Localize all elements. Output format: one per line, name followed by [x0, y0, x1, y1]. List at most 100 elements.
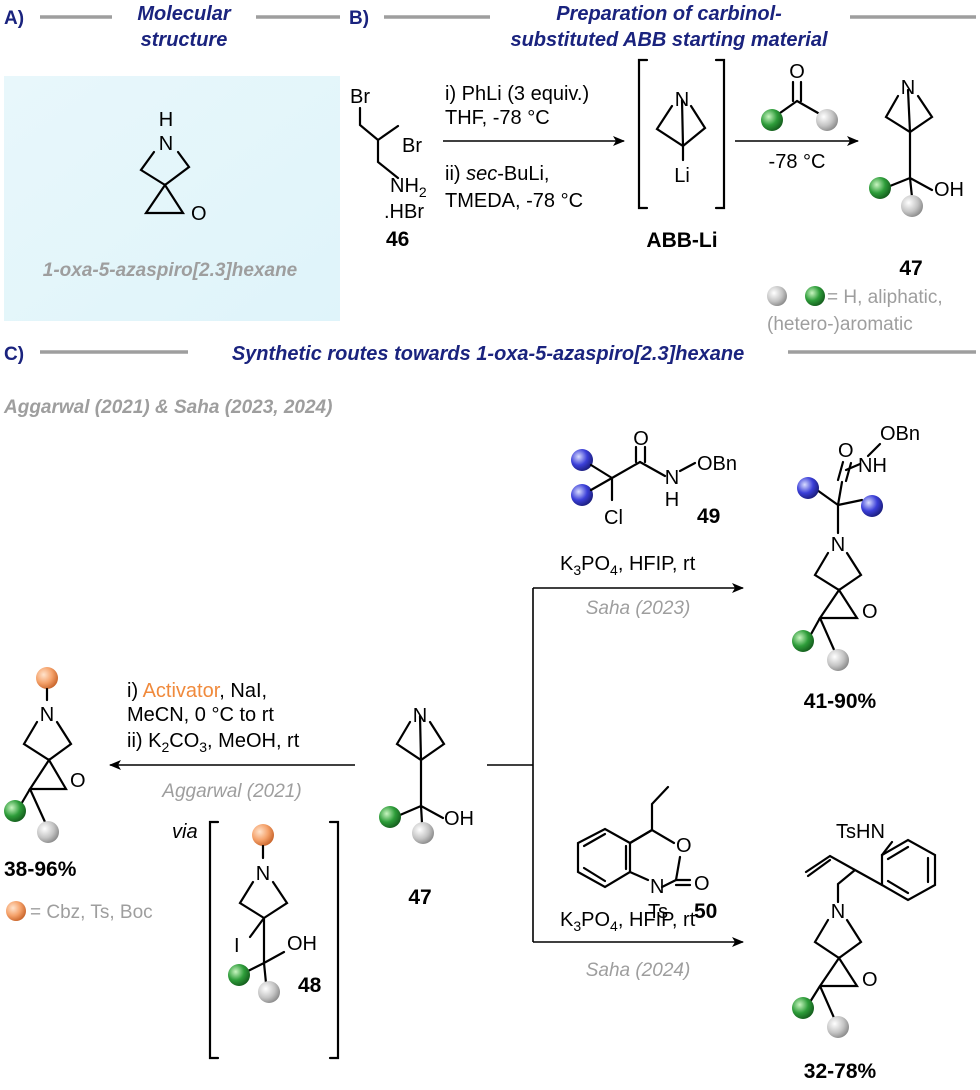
left-legend-sphere-orange	[6, 901, 26, 921]
intermediate-abb-li: N Li ABB-Li	[637, 58, 726, 252]
legend-line2: (hetero-)aromatic	[767, 314, 913, 335]
left-cond-line1: i) Activator, NaI,	[127, 680, 267, 702]
ketone-sphere-grey	[816, 109, 838, 131]
top-conditions: K3PO4, HFIP, rt	[560, 553, 696, 578]
left-cond-line3: ii) K2CO3, MeOH, rt	[127, 730, 300, 755]
panel-a-molecule: H N O	[139, 109, 207, 225]
r50-O2: O	[694, 873, 710, 895]
abb-li-Li: Li	[674, 165, 690, 187]
left-product-O: O	[70, 770, 86, 792]
bottom-product-TsHN: TsHN	[836, 821, 885, 843]
r49-sphere-blue-2	[571, 484, 593, 506]
legend-line1: = H, aliphatic,	[827, 287, 943, 308]
compound-47-sphere-grey	[901, 195, 923, 217]
left-yield: 38-96%	[4, 858, 77, 881]
top-product-sphere-blue-2	[861, 495, 883, 517]
bottom-product-N: N	[831, 901, 845, 923]
int48-I: I	[234, 935, 240, 957]
panel-a-atom-H: H	[159, 109, 173, 131]
bottom-yield: 32-78%	[804, 1060, 877, 1083]
step1-line3: ii) sec-BuLi,	[445, 163, 549, 185]
left-legend: = Cbz, Ts, Boc	[30, 902, 153, 923]
panel-c: C) Synthetic routes towards 1-oxa-5-azas…	[3, 343, 976, 1083]
compound-46-br2: Br	[402, 135, 422, 157]
top-product-O-ring: O	[862, 601, 878, 623]
legend-sphere-grey	[767, 286, 787, 306]
legend-sphere-green	[805, 286, 825, 306]
compound-46-label: 46	[386, 228, 409, 251]
compound-46-nh2: NH2	[390, 175, 427, 200]
compound-46-hbr: .HBr	[384, 201, 424, 223]
ketone-reagent: O	[761, 61, 838, 131]
r50-Ts: Ts	[648, 901, 668, 923]
compound-46: Br Br NH2 .HBr 46	[350, 86, 427, 251]
compound-49: O N H OBn Cl 49	[571, 428, 737, 529]
int48-N: N	[256, 863, 270, 885]
r49-label: 49	[697, 505, 720, 528]
panel-a: A) Molecular structure H N O 1-oxa-5-aza…	[4, 3, 340, 321]
int48-sphere-orange	[252, 824, 274, 846]
step1-line4: TMEDA, -78 °C	[445, 190, 583, 212]
int48-label: 48	[298, 974, 322, 997]
int48-sphere-green	[228, 964, 250, 986]
panel-a-title-line2: structure	[141, 29, 228, 51]
left-product: N O 38-96% = Cbz, Ts, Boc	[4, 667, 153, 923]
panel-a-letter: A)	[4, 8, 24, 29]
ketone-O: O	[789, 61, 805, 83]
int48-OH: OH	[287, 933, 317, 955]
step1-line1: i) PhLi (3 equiv.)	[445, 83, 589, 105]
panel-a-title-line1: Molecular	[137, 3, 232, 25]
r49-H: H	[665, 489, 679, 511]
compound-47-label: 47	[899, 257, 922, 280]
r50-N: N	[650, 876, 664, 898]
r49-sphere-blue-1	[571, 449, 593, 471]
top-product-sphere-blue-1	[797, 477, 819, 499]
left-ref: Aggarwal (2021)	[161, 781, 301, 802]
left-product-sphere-orange	[36, 667, 58, 689]
bottom-product-sphere-grey	[827, 1016, 849, 1038]
compound-50: O O N Ts 50	[576, 785, 717, 923]
compound-47-center: N OH 47	[379, 705, 474, 909]
bottom-conditions: K3PO4, HFIP, rt	[560, 909, 696, 934]
top-product-NH: NH	[858, 455, 887, 477]
via-label: via	[172, 821, 198, 843]
bottom-ref: Saha (2024)	[586, 960, 691, 981]
step1-line2: THF, -78 °C	[445, 107, 550, 129]
top-product-O: O	[838, 440, 854, 462]
r49-Cl: Cl	[604, 507, 623, 529]
compound-47-sphere-green	[869, 177, 891, 199]
compound-46-br1: Br	[350, 86, 370, 108]
int48-sphere-grey	[258, 981, 280, 1003]
panel-b-title-line2: substituted ABB starting material	[510, 29, 828, 51]
bottom-product-sphere-green	[792, 997, 814, 1019]
ketone-sphere-green	[761, 109, 783, 131]
panel-a-atom-N: N	[159, 133, 173, 155]
panel-c-title: Synthetic routes towards 1-oxa-5-azaspir…	[232, 343, 744, 365]
r49-N: N	[665, 467, 679, 489]
top-product-sphere-green	[792, 630, 814, 652]
panel-b-title-line1: Preparation of carbinol-	[556, 3, 782, 25]
panel-b-letter: B)	[349, 8, 369, 29]
top-product: OBn O NH N O 41-90%	[792, 423, 920, 713]
center-47-sphere-green	[379, 806, 401, 828]
r49-O: O	[633, 428, 649, 450]
left-product-N: N	[40, 704, 54, 726]
intermediate-48: via N I OH 48	[172, 820, 340, 1060]
compound-47-OH: OH	[934, 179, 964, 201]
center-47-OH: OH	[444, 808, 474, 830]
left-product-sphere-grey	[37, 821, 59, 843]
r50-O1: O	[676, 835, 692, 857]
panel-c-authors: Aggarwal (2021) & Saha (2023, 2024)	[3, 397, 332, 418]
top-product-N: N	[831, 534, 845, 556]
top-yield: 41-90%	[804, 690, 877, 713]
step2-conditions: -78 °C	[769, 151, 826, 173]
panel-b: B) Preparation of carbinol- substituted …	[349, 3, 976, 335]
center-47-label: 47	[408, 886, 431, 909]
compound-47-top: N OH 47	[869, 77, 964, 280]
r50-label: 50	[694, 900, 717, 923]
panel-c-letter: C)	[4, 344, 24, 365]
top-product-OBn: OBn	[880, 423, 920, 445]
bottom-product-O: O	[862, 969, 878, 991]
